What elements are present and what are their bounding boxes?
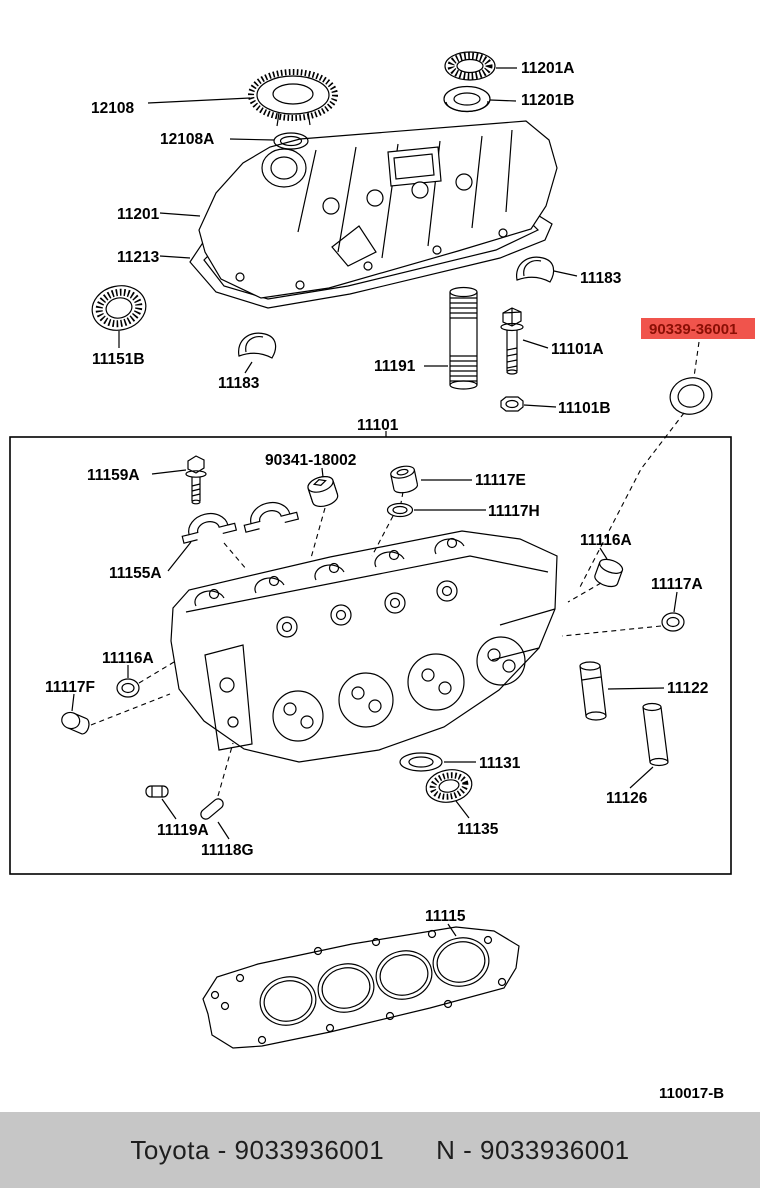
exploded-parts-diagram: 12108 12108A 11201A 11201B 11201 11213 1…	[9, 51, 755, 1102]
nut-11101b-drawing	[500, 396, 524, 412]
grommet-11201b-drawing	[443, 85, 491, 113]
footer-part-number-right: N - 9033936001	[436, 1134, 630, 1165]
part-label-11118g[interactable]: 11118G	[201, 842, 254, 859]
cup-plug-11117f-drawing	[61, 711, 90, 735]
ring-11117a-drawing	[661, 612, 685, 632]
part-label-11117a[interactable]: 11117A	[651, 576, 703, 593]
oil-filler-cap-drawing	[248, 69, 338, 127]
part-label-11191[interactable]: 11191	[374, 358, 416, 375]
part-label-11201a[interactable]: 11201A	[521, 60, 574, 77]
part-label-11151b[interactable]: 11151B	[92, 351, 145, 368]
dashed-leader-lines	[90, 341, 700, 797]
oil-tube-drawing	[449, 286, 478, 390]
camshaft-end-plug-drawing	[669, 377, 713, 415]
valve-cover-drawing	[198, 120, 558, 299]
bearing-cap-1-drawing	[181, 512, 238, 544]
part-label-11101b[interactable]: 11101B	[558, 400, 611, 417]
part-label-11201b[interactable]: 11201B	[521, 92, 574, 109]
part-label-11155a[interactable]: 11155A	[109, 565, 162, 582]
cup-plug-11116a-top-drawing	[594, 558, 624, 588]
part-label-11126[interactable]: 11126	[606, 790, 648, 807]
part-label-11101[interactable]: 11101	[357, 417, 399, 434]
part-label-11213[interactable]: 11213	[117, 249, 160, 266]
seal-washer-11183-right-drawing	[516, 256, 555, 283]
valve-guide-11126-drawing	[642, 702, 669, 767]
seal-11135-drawing	[425, 769, 473, 803]
footer-part-number-left: Toyota - 9033936001	[130, 1134, 385, 1165]
footer-bar: Toyota - 9033936001 N - 9033936001	[0, 1112, 760, 1188]
part-label-11116a-top[interactable]: 11116A	[580, 532, 632, 549]
seal-ring-11151b-drawing	[91, 285, 147, 331]
pin-11119a-drawing	[145, 785, 169, 798]
diagram-ref-code: 110017-B	[659, 1085, 724, 1102]
part-label-11201[interactable]: 11201	[117, 206, 160, 223]
bolt-11159a-drawing	[185, 455, 207, 505]
head-gasket-drawing	[202, 926, 520, 1049]
part-label-11183-left[interactable]: 11183	[218, 375, 260, 392]
ring-11116a-left-drawing	[116, 678, 140, 698]
bearing-cap-2-drawing	[243, 501, 300, 533]
part-label-12108[interactable]: 12108	[91, 100, 134, 117]
highlighted-part-number[interactable]: 90339-36001	[649, 321, 737, 338]
seal-washer-11183-left-drawing	[238, 332, 277, 359]
part-label-11135[interactable]: 11135	[457, 821, 499, 838]
part-label-11183-right[interactable]: 11183	[580, 270, 622, 287]
part-label-11117h[interactable]: 11117H	[488, 503, 540, 520]
cylinder-head-section-box	[9, 436, 732, 875]
highlighted-part-badge[interactable]: 90339-36001	[641, 318, 755, 339]
part-label-12108a[interactable]: 12108A	[160, 131, 214, 148]
part-label-11117e[interactable]: 11117E	[475, 472, 526, 489]
seal-11131-drawing	[399, 752, 443, 772]
part-label-11117f[interactable]: 11117F	[45, 679, 95, 696]
cap-gasket-drawing	[273, 132, 309, 150]
bolt-11101a-drawing	[500, 307, 524, 375]
part-label-11115[interactable]: 11115	[425, 908, 466, 925]
part-label-11119a[interactable]: 11119A	[157, 822, 209, 839]
plug-11117e-drawing	[390, 465, 419, 494]
part-label-11116a-left[interactable]: 11116A	[102, 650, 154, 667]
part-label-11101a[interactable]: 11101A	[551, 341, 604, 358]
highlight-background	[641, 318, 755, 339]
gasket-11117h-drawing	[386, 502, 414, 518]
part-label-11159a[interactable]: 11159A	[87, 467, 140, 484]
plug-90341-drawing	[307, 476, 339, 507]
cylinder-head-drawing	[170, 530, 558, 763]
grommet-11201a-drawing	[444, 51, 496, 81]
part-label-90341-18002[interactable]: 90341-18002	[265, 452, 356, 469]
part-label-11122[interactable]: 11122	[667, 680, 708, 697]
valve-guide-11122-drawing	[579, 661, 607, 721]
part-label-11131[interactable]: 11131	[479, 755, 521, 772]
leader-lines	[71, 67, 678, 937]
dowel-11118g-drawing	[200, 798, 224, 820]
